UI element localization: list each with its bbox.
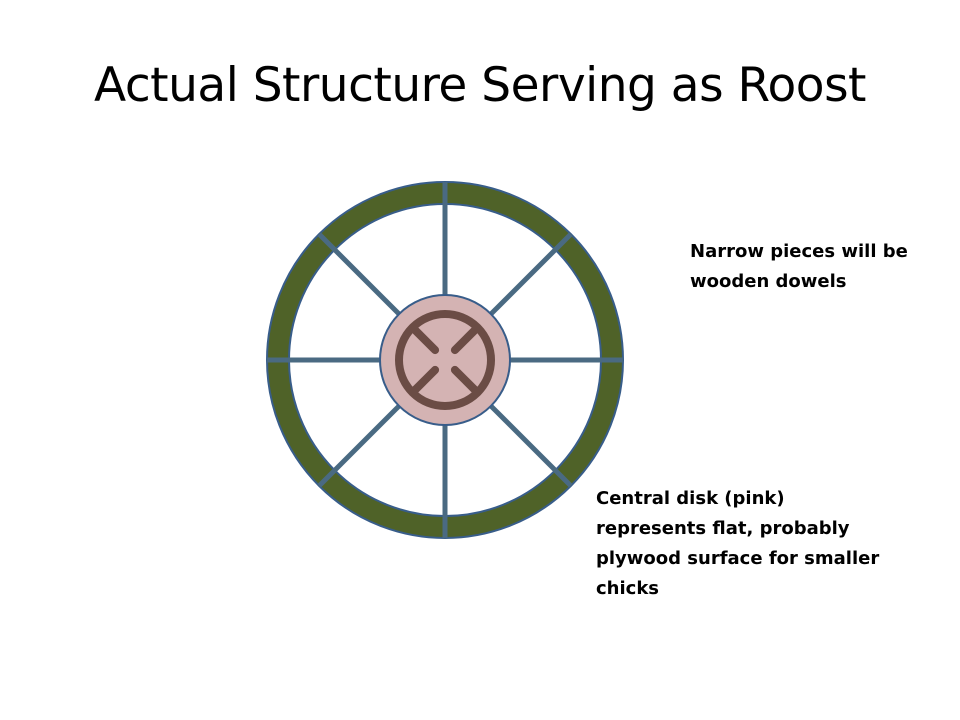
- dowels-note-line-1: Narrow pieces will be: [690, 241, 908, 262]
- inner-stub: [450, 324, 481, 355]
- inner-stub: [450, 365, 481, 396]
- disk-note-line-3: plywood surface for smaller: [596, 548, 880, 569]
- dowel-spoke: [317, 404, 401, 488]
- dowels-note: Narrow pieces will be wooden dowels: [690, 237, 940, 297]
- disk-note-line-1: Central disk (pink): [596, 488, 785, 509]
- dowel-spoke: [489, 404, 573, 488]
- disk-note-line-2: represents flat, probably: [596, 518, 850, 539]
- inner-stub: [409, 365, 440, 396]
- dowel-spoke: [489, 232, 573, 316]
- dowel-spokes: [267, 182, 623, 538]
- inner-stub: [409, 324, 440, 355]
- dowels-note-line-2: wooden dowels: [690, 271, 847, 292]
- slide-title: Actual Structure Serving as Roost: [94, 58, 866, 113]
- disk-note-line-4: chicks: [596, 578, 660, 599]
- inner-ring: [395, 310, 495, 410]
- inner-stubs: [409, 324, 481, 396]
- disk-note: Central disk (pink) represents flat, pro…: [596, 484, 896, 604]
- dowel-spoke: [317, 232, 401, 316]
